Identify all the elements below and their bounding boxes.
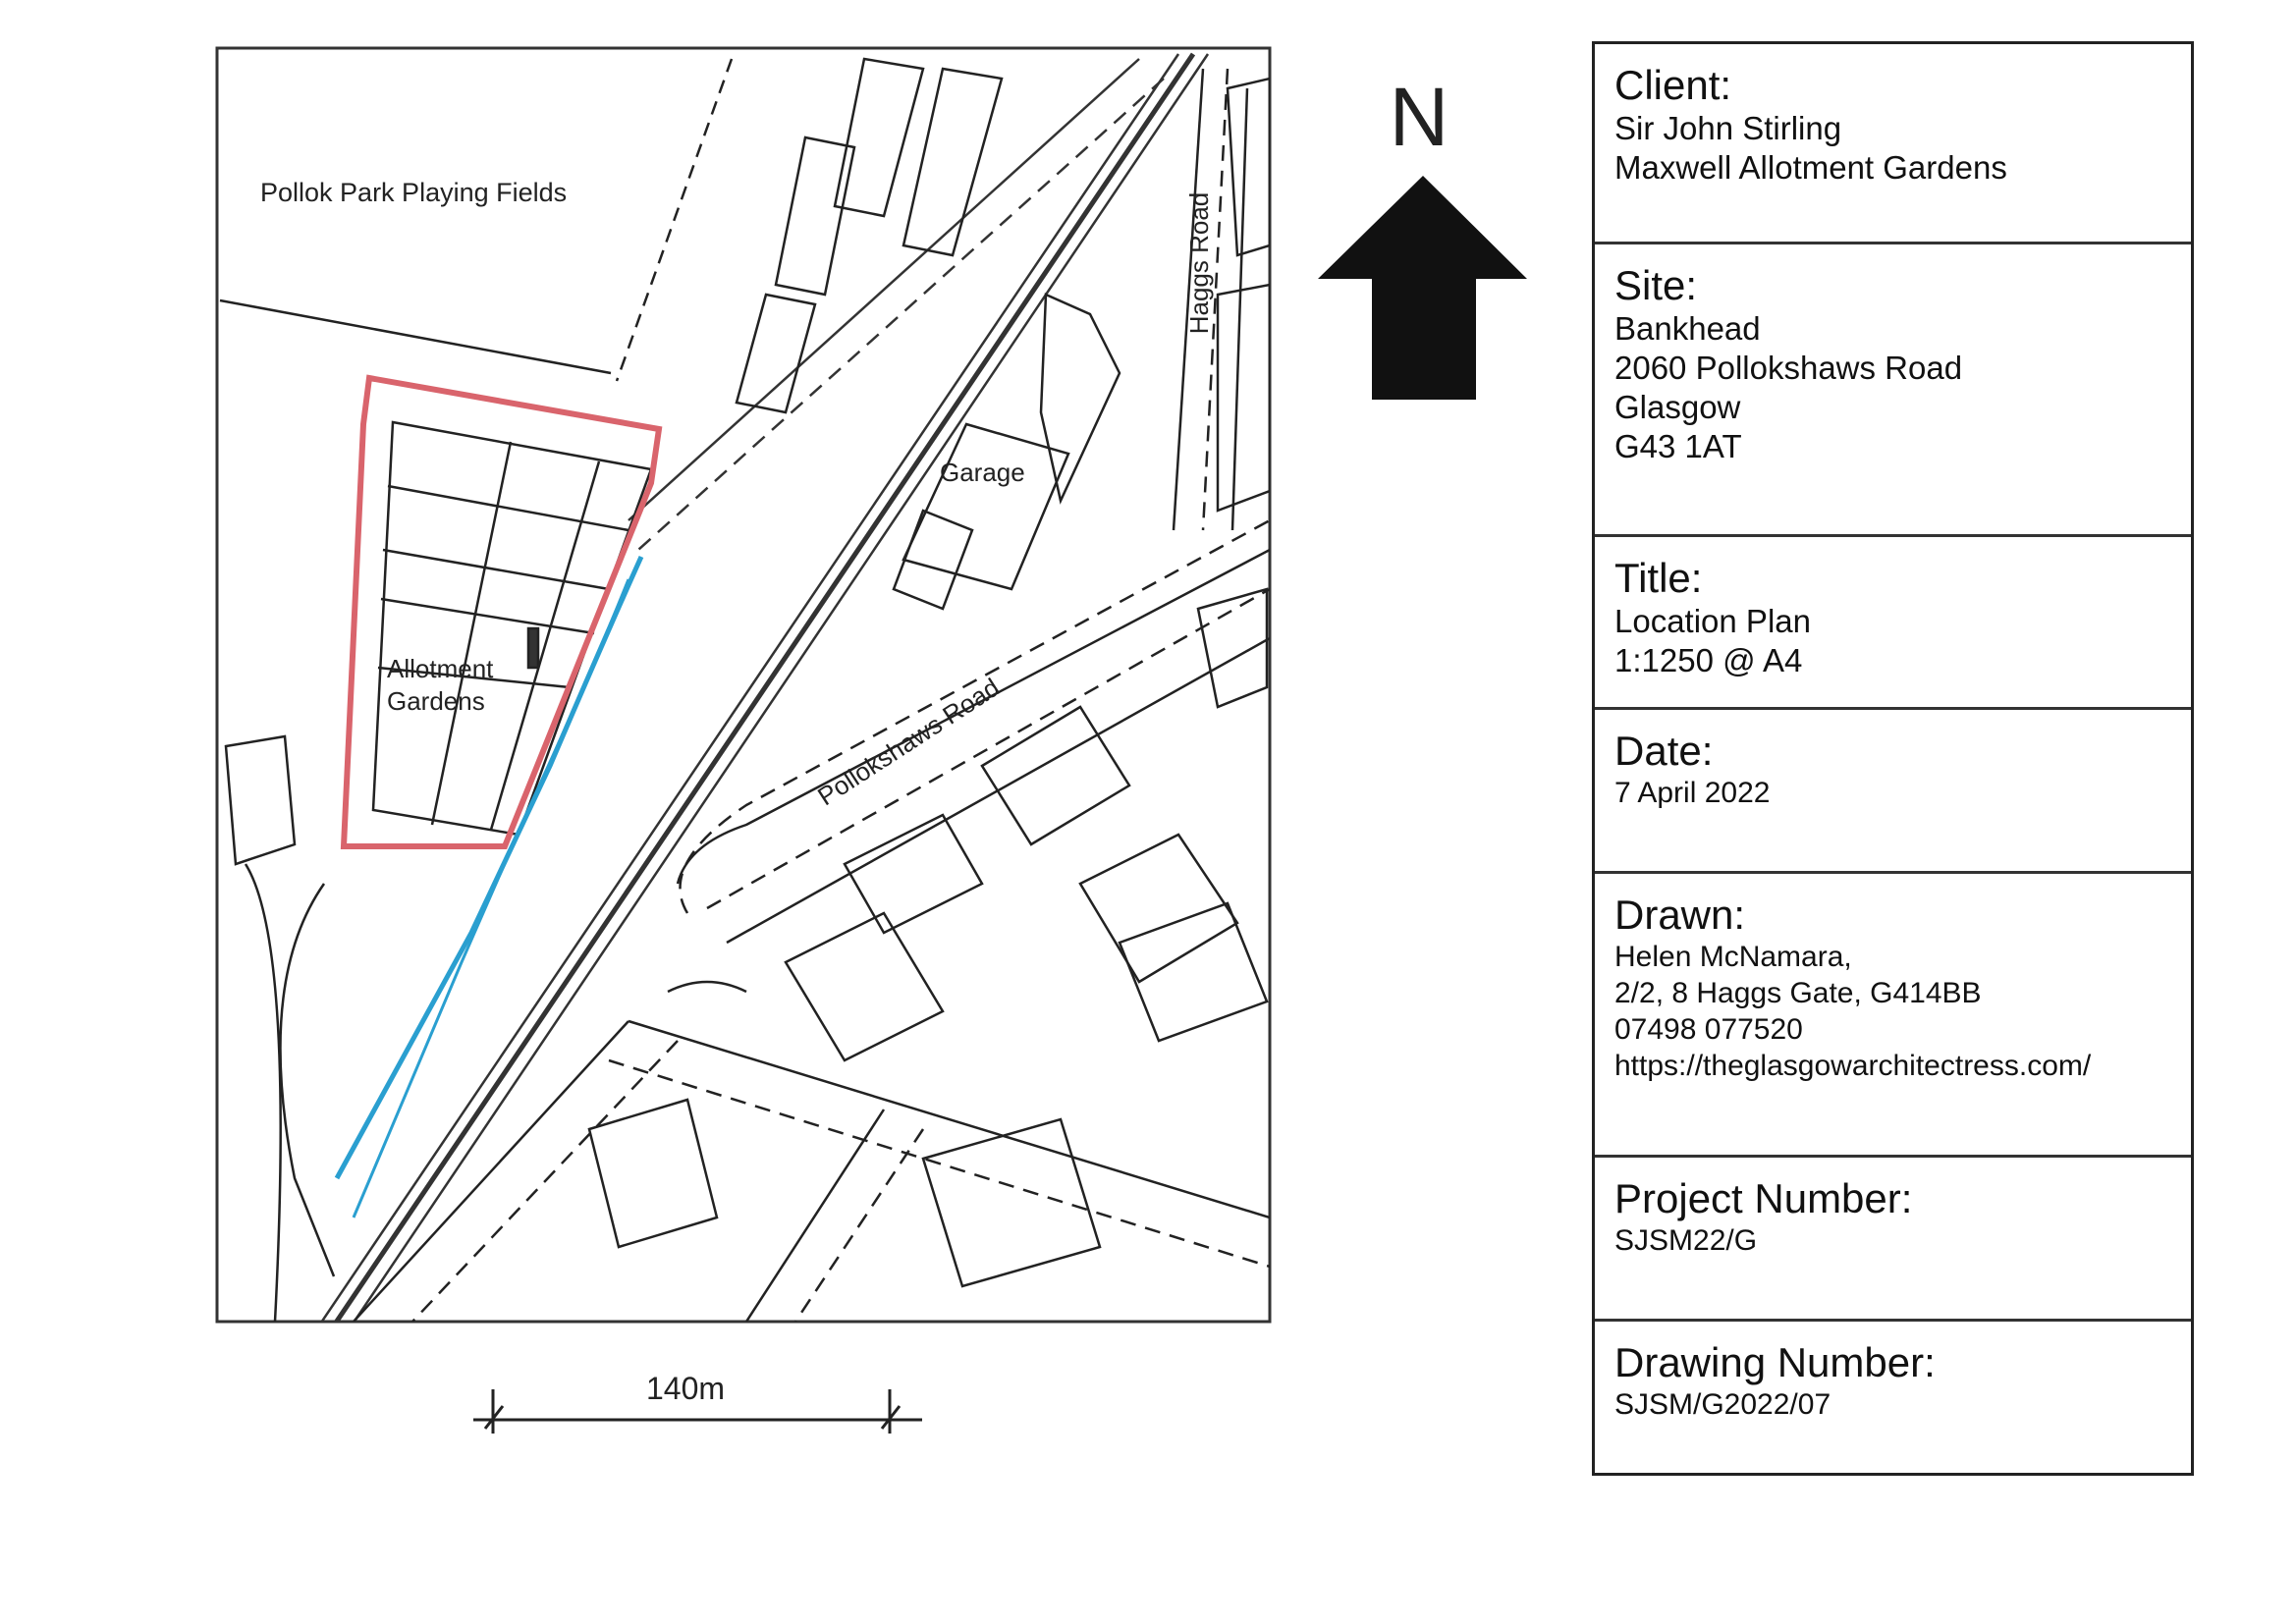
drawn-line: 07498 077520 <box>1614 1013 1803 1046</box>
drawn-website-link[interactable]: https://theglasgowarchitectress.com/ <box>1614 1050 2092 1082</box>
north-arrow-icon <box>1318 176 1527 400</box>
label-haggs-road: Haggs Road <box>1184 192 1214 335</box>
lower-road <box>353 980 1270 1322</box>
label-allotment-line2: Gardens <box>387 686 485 716</box>
field-boundary-dashed <box>615 58 734 382</box>
date-value: 7 April 2022 <box>1614 777 1771 809</box>
drawing-number-heading: Drawing Number: <box>1614 1339 1936 1385</box>
drawing-number-section: Drawing Number: SJSM/G2022/07 <box>1595 1322 2191 1475</box>
drawn-line: 2/2, 8 Haggs Gate, G414BB <box>1614 977 1982 1009</box>
project-number-value: SJSM22/G <box>1614 1224 1758 1257</box>
north-arrow: N <box>1318 71 1527 400</box>
label-allotment-line1: Allotment <box>387 654 494 683</box>
map-frame <box>215 46 1272 1324</box>
drawn-line: Helen McNamara, <box>1614 941 1852 973</box>
site-line: G43 1AT <box>1614 428 1742 464</box>
client-line: Maxwell Allotment Gardens <box>1614 149 2007 186</box>
site-section: Site: Bankhead 2060 Pollokshaws Road Gla… <box>1595 244 2191 537</box>
project-number-section: Project Number: SJSM22/G <box>1595 1158 2191 1322</box>
map: Pollok Park Playing Fields Allotment Gar… <box>215 46 1272 1324</box>
scale-bar: 140m <box>473 1371 922 1434</box>
railway <box>320 52 1210 1322</box>
scale-label: 140m <box>646 1371 725 1406</box>
title-block: Client: Sir John Stirling Maxwell Allotm… <box>1592 41 2194 1476</box>
date-section: Date: 7 April 2022 <box>1595 710 2191 874</box>
title-section: Title: Location Plan 1:1250 @ A4 <box>1595 537 2191 710</box>
title-line: Location Plan <box>1614 603 1811 639</box>
site-line: Bankhead <box>1614 310 1761 347</box>
title-heading: Title: <box>1614 555 1703 601</box>
field-boundary <box>219 298 612 375</box>
label-playing-fields: Pollok Park Playing Fields <box>260 178 567 207</box>
client-line: Sir John Stirling <box>1614 110 1842 146</box>
watercourse-bank <box>352 578 630 1218</box>
haggs-road <box>1172 68 1249 531</box>
label-garage: Garage <box>940 458 1025 487</box>
client-section: Client: Sir John Stirling Maxwell Allotm… <box>1595 44 2191 244</box>
site-line: 2060 Pollokshaws Road <box>1614 350 1963 386</box>
drawn-heading: Drawn: <box>1614 892 1746 938</box>
site-line: Glasgow <box>1614 389 1741 425</box>
date-heading: Date: <box>1614 728 1714 774</box>
buildings <box>224 57 1270 1322</box>
project-number-heading: Project Number: <box>1614 1175 1913 1221</box>
title-line: 1:1250 @ A4 <box>1614 642 1803 678</box>
client-heading: Client: <box>1614 62 1732 108</box>
drawing-number-value: SJSM/G2022/07 <box>1614 1388 1831 1421</box>
site-boundary <box>340 374 663 849</box>
north-label: N <box>1390 71 1449 163</box>
drawn-section: Drawn: Helen McNamara, 2/2, 8 Haggs Gate… <box>1595 874 2191 1158</box>
site-heading: Site: <box>1614 262 1698 308</box>
